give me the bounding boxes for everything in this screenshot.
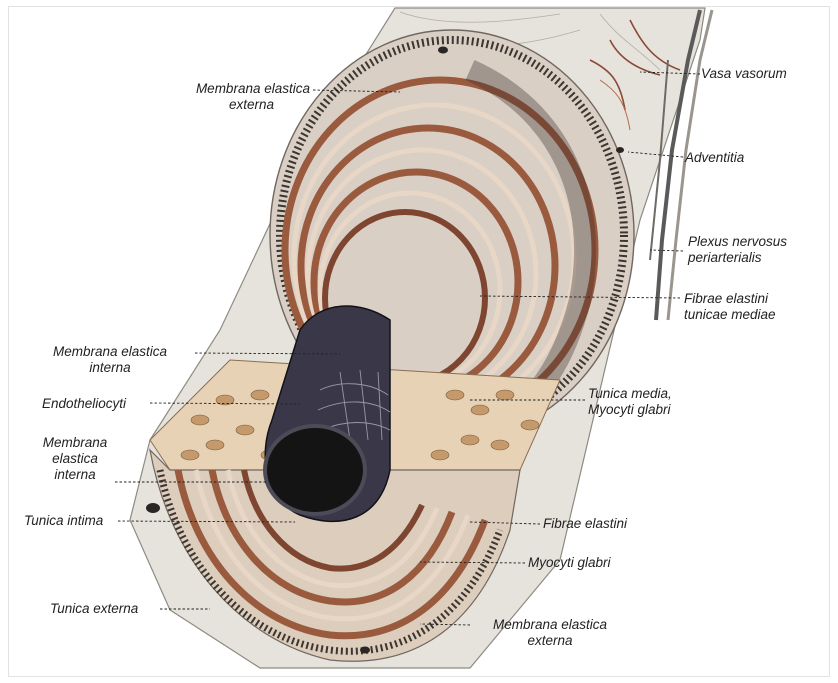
label-line: periarterialis — [688, 250, 787, 266]
label-line: Fibrae elastini — [543, 516, 627, 532]
label-vasa-vasorum: Vasa vasorum — [701, 66, 787, 82]
label-line: Membrana elastica — [30, 344, 190, 360]
label-line: Endotheliocyti — [42, 396, 126, 412]
label-membrana-elastica-externa-top: Membrana elastica externa — [160, 81, 310, 113]
label-line: Adventitia — [685, 150, 744, 166]
label-line: externa — [475, 633, 625, 649]
label-line: Myocyti glabri — [588, 402, 672, 418]
label-plexus-nervosus: Plexus nervosus periarterialis — [688, 234, 787, 266]
label-line: Vasa vasorum — [701, 66, 787, 82]
label-line: Plexus nervosus — [688, 234, 787, 250]
label-tunica-externa: Tunica externa — [50, 601, 138, 617]
label-line: tunicae mediae — [684, 307, 776, 323]
label-fibrae-elastini: Fibrae elastini — [543, 516, 627, 532]
label-endotheliocyti: Endotheliocyti — [42, 396, 126, 412]
label-line: Tunica intima — [24, 513, 103, 529]
label-line: Membrana — [30, 435, 120, 451]
label-line: Membrana elastica — [475, 617, 625, 633]
label-line: interna — [30, 467, 120, 483]
label-line: Tunica media, — [588, 386, 672, 402]
label-tunica-intima: Tunica intima — [24, 513, 103, 529]
label-line: Membrana elastica — [160, 81, 310, 97]
label-line: Myocyti glabri — [528, 555, 611, 571]
label-membrana-elastica-interna-lower: Membrana elastica interna — [30, 435, 120, 483]
label-myocyti-glabri: Myocyti glabri — [528, 555, 611, 571]
label-membrana-elastica-externa-bottom: Membrana elastica externa — [475, 617, 625, 649]
label-membrana-elastica-interna-upper: Membrana elastica interna — [30, 344, 190, 376]
label-line: elastica — [30, 451, 120, 467]
label-tunica-media: Tunica media, Myocyti glabri — [588, 386, 672, 418]
label-line: Tunica externa — [50, 601, 138, 617]
label-adventitia: Adventitia — [685, 150, 744, 166]
label-line: Fibrae elastini — [684, 291, 776, 307]
label-line: interna — [30, 360, 190, 376]
label-line: externa — [160, 97, 310, 113]
label-fibrae-elastini-tunicae-mediae: Fibrae elastini tunicae mediae — [684, 291, 776, 323]
